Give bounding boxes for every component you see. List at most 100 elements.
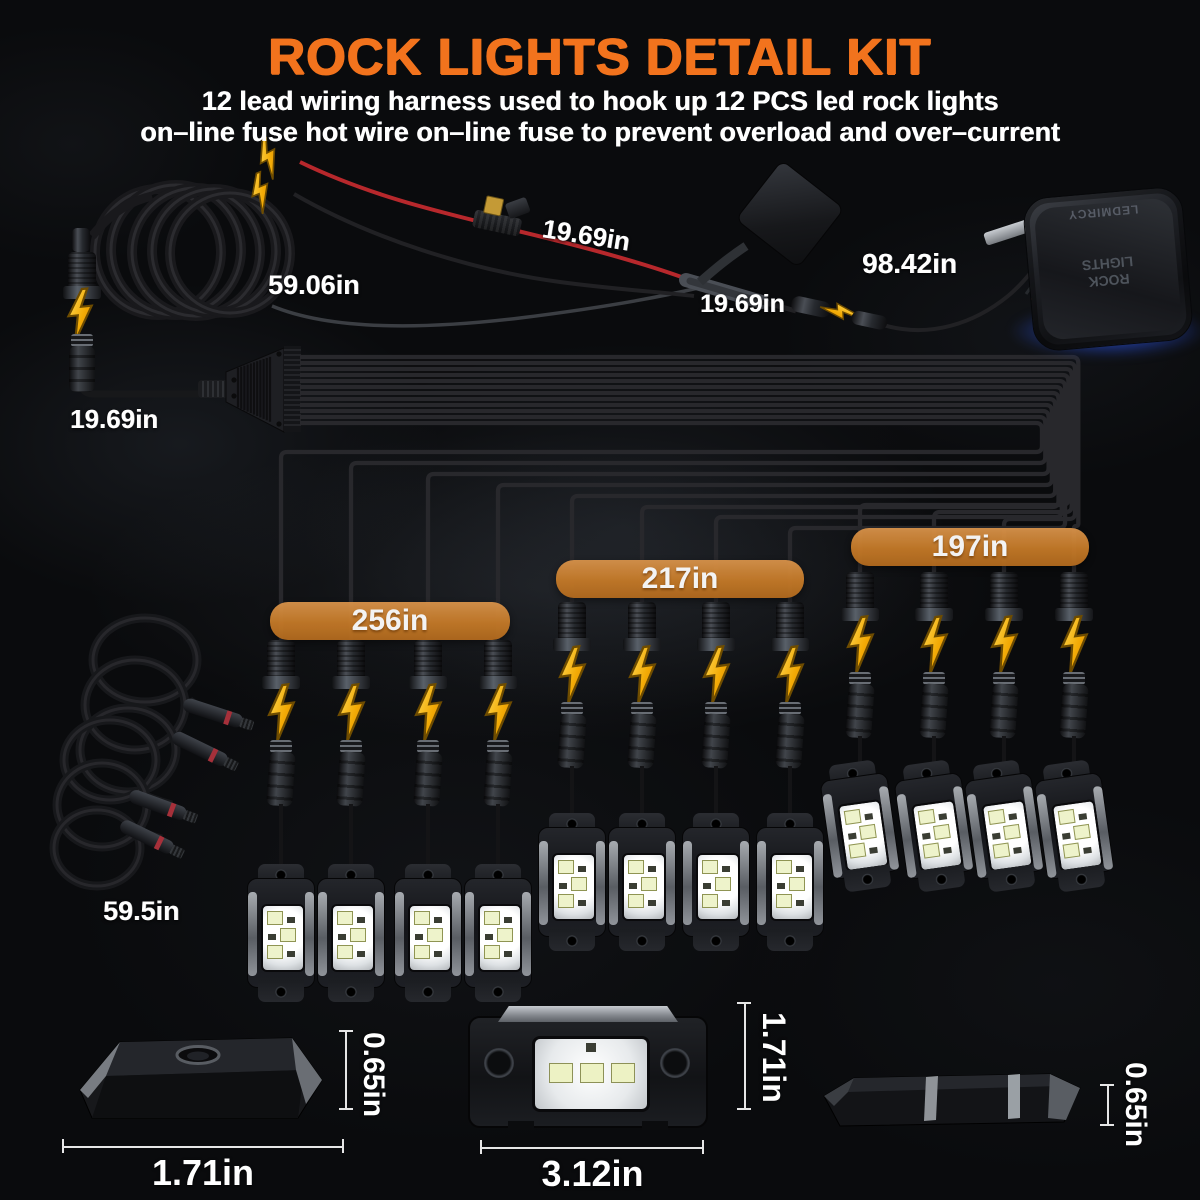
connector-collar — [985, 608, 1023, 621]
male-connector — [557, 713, 587, 769]
male-connector — [413, 751, 443, 807]
lightning-bolt-icon — [555, 644, 591, 709]
lightning-bolt-icon — [248, 170, 274, 219]
male-connector-thread — [561, 702, 583, 715]
led-lead-connector — [332, 640, 370, 874]
measurement-splitter-lead: 19.69in — [70, 404, 159, 434]
dimension-label: 3.12in — [541, 1153, 644, 1194]
mounting-hole — [492, 986, 504, 998]
led-chip — [843, 808, 862, 825]
lightning-bolt-icon — [843, 614, 879, 679]
dimension-cap — [1100, 1084, 1114, 1086]
led-chip — [859, 823, 877, 841]
led-chip — [933, 823, 951, 841]
dimension-label: 1.71in — [756, 1012, 792, 1103]
led-chip — [1073, 823, 1091, 841]
female-connector — [414, 640, 442, 680]
lead-wire — [788, 766, 792, 821]
male-connector — [627, 713, 657, 769]
led-chip — [558, 894, 574, 908]
dimension-cap — [1100, 1124, 1114, 1126]
mounting-hole — [345, 986, 357, 998]
led-lens — [532, 1036, 650, 1112]
mounting-hole — [1004, 872, 1019, 887]
led-lead-connector — [409, 640, 447, 874]
led-chip — [580, 1063, 604, 1083]
led-chip — [628, 860, 644, 874]
branch-length-banner: 256in — [270, 602, 510, 640]
power-input-connector-stack — [60, 226, 108, 396]
lead-wire — [714, 766, 718, 821]
led-chip — [427, 928, 443, 942]
mounting-tab — [619, 929, 665, 951]
led-lead-connector — [553, 602, 591, 823]
led-chip — [267, 911, 283, 925]
connector-collar — [479, 676, 517, 689]
rock-light-pod — [608, 813, 676, 951]
dimension-label: 0.65in — [357, 1032, 390, 1118]
led-chip — [776, 894, 792, 908]
led-chip — [776, 860, 792, 874]
male-connector — [483, 751, 513, 807]
connector-collar — [915, 608, 953, 621]
led-chip — [1057, 808, 1076, 825]
mounting-hole — [422, 986, 434, 998]
pod-side-bevel — [757, 840, 766, 926]
dimension-cap — [702, 1140, 704, 1154]
lead-wire — [858, 736, 862, 770]
dimension-cap — [737, 1002, 751, 1004]
male-connector-thread — [849, 672, 871, 685]
led-chip — [558, 860, 574, 874]
mounting-hole — [566, 935, 578, 947]
lead-wire — [570, 766, 574, 821]
page-title: ROCK LIGHTS DETAIL KIT — [268, 28, 932, 85]
rock-light-pod — [756, 813, 824, 951]
mounting-tab — [328, 980, 374, 1002]
mounting-hole — [1074, 872, 1089, 887]
dimension-line — [345, 1031, 347, 1109]
female-connector — [846, 572, 874, 612]
lightning-bolt-icon — [1057, 614, 1093, 679]
pod-top-band — [498, 1006, 678, 1022]
led-lead-connector — [985, 572, 1023, 772]
connector-collar — [409, 676, 447, 689]
led-lens — [910, 798, 964, 873]
connector-collar — [841, 608, 879, 621]
female-connector — [990, 572, 1018, 612]
lightning-bolt-icon — [411, 682, 447, 747]
measurement-switch-wire: 98.42in — [862, 248, 957, 279]
rock-light-pod — [317, 864, 385, 1002]
dimension-cap — [339, 1030, 353, 1032]
pod-side-bevel — [683, 840, 692, 926]
led-chip — [992, 842, 1011, 859]
male-connector-thread — [705, 702, 727, 715]
subtitle-line-1: 12 lead wiring harness used to hook up 1… — [201, 86, 999, 116]
female-connector — [702, 602, 730, 642]
lead-wire — [426, 804, 430, 872]
dimension-line — [1107, 1085, 1109, 1125]
female-connector — [920, 572, 948, 612]
male-connector-thread — [1063, 672, 1085, 685]
measurement-coil-cable: 59.06in — [268, 270, 360, 300]
male-connector-thread — [993, 672, 1015, 685]
blade-fuse — [482, 195, 505, 217]
dimension-line — [481, 1147, 703, 1149]
male-connector-thread — [923, 672, 945, 685]
lightning-bolt-icon — [699, 644, 735, 709]
male-connector-thread — [487, 740, 509, 753]
lightning-bolt-icon — [917, 614, 953, 679]
mounting-hole — [784, 935, 796, 947]
female-connector — [628, 602, 656, 642]
female-connector — [1060, 572, 1088, 612]
connector-collar — [332, 676, 370, 689]
measurement-extension-cable: 59.5in — [103, 896, 180, 926]
plug-seal-ring — [223, 710, 233, 726]
led-chip — [917, 808, 936, 825]
led-chip — [337, 945, 353, 959]
mounting-tab — [549, 929, 595, 951]
measurement-relay-wire: 19.69in — [700, 290, 785, 318]
led-chip — [922, 842, 941, 859]
led-chip — [484, 945, 500, 959]
dimension-cap — [480, 1140, 482, 1154]
led-chip — [267, 945, 283, 959]
